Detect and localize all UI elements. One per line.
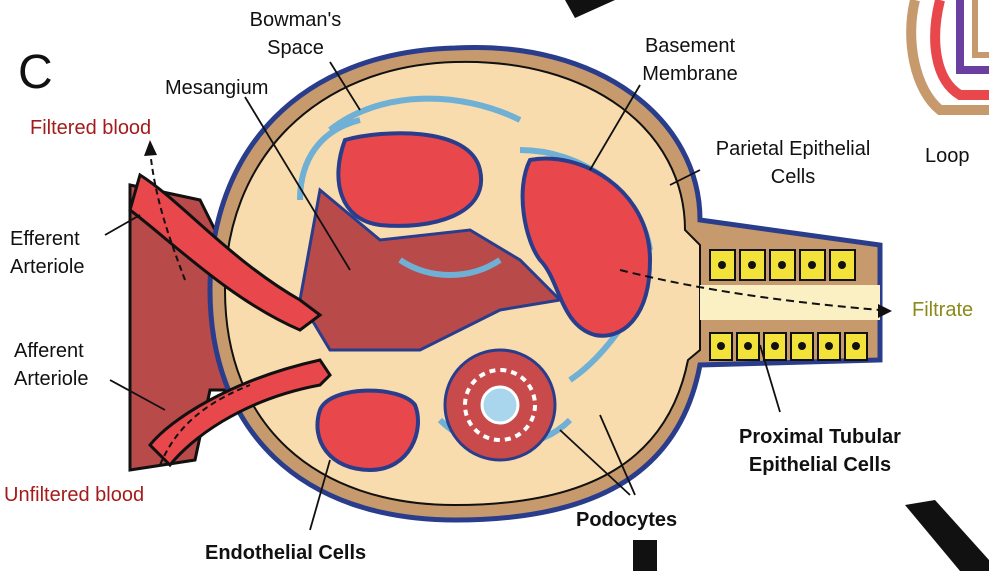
capillary-top-left <box>338 133 481 226</box>
label-basement-membrane: Basement Membrane <box>625 32 755 88</box>
corner-arrowhead <box>565 0 615 18</box>
label-proximal-tubular-epithelial-cells: Proximal Tubular Epithelial Cells <box>720 423 920 479</box>
label-afferent-arteriole: Afferent Arteriole <box>14 337 109 393</box>
label-unfiltered-blood: Unfiltered blood <box>4 484 144 507</box>
label-efferent-arteriole: Efferent Arteriole <box>10 225 105 281</box>
label-filtrate: Filtrate <box>912 299 973 322</box>
bottom-bar-shape <box>633 540 657 571</box>
label-filtered-blood: Filtered blood <box>30 117 151 140</box>
filtered-blood-arrowhead <box>144 140 157 156</box>
label-loop: Loop <box>925 145 970 168</box>
filtrate-arrowhead <box>878 304 892 318</box>
tubule-lumen <box>700 285 880 320</box>
podocyte-cell-body <box>445 350 555 460</box>
bottom-right-bar-shape <box>905 500 989 571</box>
label-bowmans-space: Bowman's Space <box>248 6 343 62</box>
label-parietal-epithelial-cells: Parietal Epithelial Cells <box>698 135 888 191</box>
label-mesangium: Mesangium <box>165 77 268 100</box>
loop-of-henle-partial <box>911 0 989 110</box>
label-podocytes: Podocytes <box>576 509 677 532</box>
capillary-bottom-left <box>317 391 418 470</box>
panel-letter: C <box>18 45 53 100</box>
label-endothelial-cells: Endothelial Cells <box>205 542 366 565</box>
